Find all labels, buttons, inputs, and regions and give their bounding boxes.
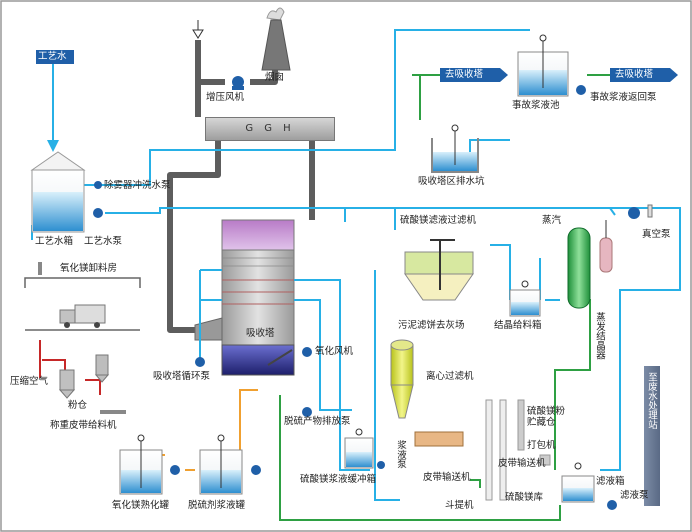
sludge-label: 污泥滤饼去灰场 xyxy=(398,320,465,331)
compressed-air-label: 压缩空气 xyxy=(10,376,49,387)
mgso4-filter xyxy=(404,239,474,301)
mgso4-buffer-label: 硫酸镁浆液缓冲箱 xyxy=(300,474,377,485)
slaking-pump-icon xyxy=(170,465,180,475)
drain-pit xyxy=(431,124,479,173)
emergency-pool-label: 事故浆液池 xyxy=(512,100,560,111)
mgo-unloading-house xyxy=(24,262,141,331)
mgso4-store-label: 硫酸镁库 xyxy=(505,492,544,503)
belt-conveyor-1-label: 皮带输送机 xyxy=(423,472,471,483)
vacuum-pump-icon xyxy=(628,204,653,219)
absorber-tower xyxy=(194,219,295,376)
to-absorber-2-label: 去吸收塔 xyxy=(615,69,654,80)
drain-pit-label: 吸收塔区排水坑 xyxy=(418,176,485,187)
slurry-pump-label: 浆液泵 xyxy=(395,440,406,469)
recirc-pump-icon xyxy=(195,357,205,367)
emergency-pump-label: 事故浆液返回泵 xyxy=(590,92,657,103)
process-water-tag-box xyxy=(36,50,74,64)
chimney-label: 烟囱 xyxy=(265,72,285,83)
filtrate-tank xyxy=(561,462,595,503)
bucket-elevator xyxy=(485,399,507,501)
water-station xyxy=(644,366,660,506)
mist-pump-icon xyxy=(94,181,102,189)
centrifuge xyxy=(390,339,414,419)
vacuum-pump-label: 真空泵 xyxy=(642,229,671,240)
belt-conveyor-2-label: 皮带输送机 xyxy=(498,458,546,469)
absorbent-slurry-tank xyxy=(199,434,243,495)
powder-silo xyxy=(58,354,126,414)
slurry-pump-icon xyxy=(377,461,385,469)
belt-feeder-label: 称重皮带给料机 xyxy=(50,420,117,431)
water-station-label: 至废水处理站 xyxy=(646,372,657,429)
product-pump-label: 脱硫产物排放泵 xyxy=(284,416,351,427)
mist-pump-label: 除雾器冲洗水泵 xyxy=(104,180,171,191)
booster-fan-label: 增压风机 xyxy=(206,92,245,103)
mgo-unloading-label: 氧化镁卸料房 xyxy=(60,263,118,274)
oxidation-fan-icon xyxy=(302,347,312,357)
chimney xyxy=(261,7,291,71)
filtrate-pump-icon xyxy=(607,500,617,510)
booster-fan-icon xyxy=(232,76,244,90)
ggh-heat-exchanger: G G H xyxy=(205,117,335,141)
mgo-slaking-tank xyxy=(119,434,163,495)
mgo-slaking-label: 氧化镁熟化罐 xyxy=(112,500,170,511)
absorbent-tank-label: 脱硫剂浆液罐 xyxy=(188,500,246,511)
crystal-feed-label: 结晶给料箱 xyxy=(494,320,542,331)
inlet-arrowhead xyxy=(192,29,204,39)
mgso4-silo xyxy=(517,399,551,466)
to-absorber-1-label: 去吸收塔 xyxy=(445,69,484,80)
recirc-pump-label: 吸收塔循环泵 xyxy=(153,371,211,382)
bucket-elevator-label: 斗提机 xyxy=(445,500,474,511)
centrifuge-label: 离心过滤机 xyxy=(426,371,474,382)
crystal-feed-tank xyxy=(509,280,541,317)
product-pump-icon xyxy=(302,407,312,417)
packer-label: 打包机 xyxy=(527,440,556,451)
mgso4-silo-label: 硫酸镁粉贮藏仓 xyxy=(527,406,566,428)
mgso4-buffer-tank xyxy=(344,428,374,469)
powder-silo-label: 粉仓 xyxy=(68,400,88,411)
emergency-pool xyxy=(517,34,569,97)
absorber-label: 吸收塔 xyxy=(246,328,275,339)
oxidation-fan-label: 氧化风机 xyxy=(315,346,354,357)
process-water-tank-label: 工艺水箱 xyxy=(35,236,74,247)
filtrate-pump-label: 滤液泵 xyxy=(620,490,649,501)
process-water-pump-icon xyxy=(93,208,103,218)
process-water-tag: 工艺水 xyxy=(38,51,67,62)
evaporator-label: 蒸发结晶器 xyxy=(594,312,605,360)
absorbent-pump-icon xyxy=(251,465,261,475)
steam-label: 蒸汽 xyxy=(542,215,562,226)
filtrate-tank-label: 滤液箱 xyxy=(596,476,625,487)
to-absorber-arrows xyxy=(440,68,678,82)
evaporator xyxy=(567,220,613,309)
process-water-tank xyxy=(30,151,86,233)
emergency-pump-icon xyxy=(576,85,586,95)
belt-conveyor-1 xyxy=(414,431,464,447)
water-lines xyxy=(31,29,681,501)
mgso4-filter-label: 硫酸镁滤液过滤机 xyxy=(400,215,477,226)
process-water-pump-label: 工艺水泵 xyxy=(84,236,123,247)
